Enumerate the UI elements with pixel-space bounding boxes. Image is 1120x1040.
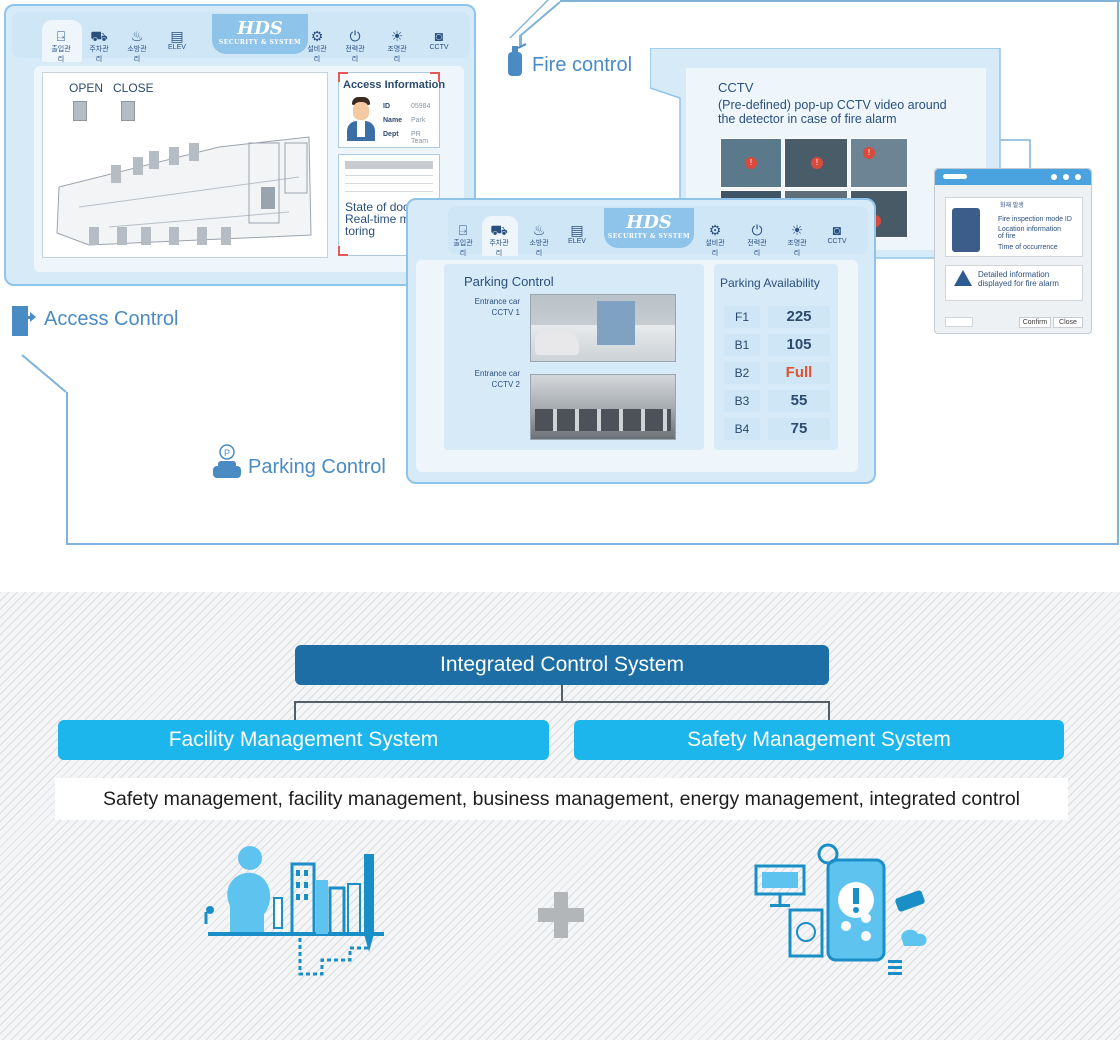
entrance-cctv-1-label: Entrance car CCTV 1 xyxy=(474,297,520,317)
close-label: CLOSE xyxy=(113,81,154,95)
access-info-title: Access Information xyxy=(343,79,446,91)
facility-building-icon xyxy=(200,844,400,980)
nav-access-icon[interactable]: ⍈출입관리 xyxy=(453,222,473,257)
door-exit-icon xyxy=(10,302,36,336)
confirm-button[interactable]: Confirm xyxy=(1019,317,1051,328)
availability-row: F1 225 xyxy=(724,306,834,328)
availability-floor: B2 xyxy=(724,362,760,384)
availability-floor: B4 xyxy=(724,418,760,440)
availability-title: Parking Availability xyxy=(720,276,820,290)
close-door-icon xyxy=(121,101,135,121)
warning-icon xyxy=(954,270,972,286)
nav-active-tab xyxy=(42,20,82,62)
availability-value: Full xyxy=(768,362,830,384)
availability-row: B1 105 xyxy=(724,334,834,356)
popup-extinguisher-icon xyxy=(952,208,980,252)
nav-fire-icon[interactable]: ♨소방관리 xyxy=(127,28,147,63)
open-label: OPEN xyxy=(69,81,104,95)
management-description: Safety management, facility management, … xyxy=(55,778,1068,820)
availability-row: B4 75 xyxy=(724,418,834,440)
fire-extinguisher-icon xyxy=(504,42,528,83)
popup-input[interactable] xyxy=(945,317,973,327)
plus-icon xyxy=(538,892,584,938)
cctv-feed-2[interactable]: ! xyxy=(784,138,848,188)
popup-titlebar xyxy=(935,169,1091,185)
close-button[interactable]: Close xyxy=(1053,317,1083,328)
cctv-title: CCTV xyxy=(718,80,754,95)
nav-light-icon[interactable]: ☀조명관리 xyxy=(387,28,407,63)
nav-cctv-icon[interactable]: ◙CCTV xyxy=(429,28,449,51)
availability-value: 225 xyxy=(768,306,830,328)
availability-value: 75 xyxy=(768,418,830,440)
door-state-dropdown[interactable] xyxy=(345,161,433,169)
nav-facility-icon[interactable]: ⚙설비관리 xyxy=(705,222,725,257)
parking-car-icon: P xyxy=(210,444,244,489)
open-door-icon xyxy=(73,101,87,121)
availability-floor: B3 xyxy=(724,390,760,412)
integrated-control-box: Integrated Control System xyxy=(295,645,829,685)
availability-row: B3 55 xyxy=(724,390,834,412)
entrance-cctv-1-feed[interactable] xyxy=(530,294,676,362)
nav-power-icon[interactable]: ⏻전력관리 xyxy=(747,222,767,257)
nav-fire-icon[interactable]: ♨소방관리 xyxy=(529,222,549,257)
availability-floor: F1 xyxy=(724,306,760,328)
nav-parking-icon[interactable]: ⛟주차관리 xyxy=(489,222,509,257)
cctv-description: (Pre-defined) pop-up CCTV video around t… xyxy=(718,98,947,126)
nav-access-icon[interactable]: ⍈출입관리 xyxy=(51,28,71,63)
availability-value: 55 xyxy=(768,390,830,412)
access-info-card: Access Information ID 05984 Name Park De… xyxy=(338,72,445,148)
entrance-cctv-2-label: Entrance car CCTV 2 xyxy=(474,369,520,389)
nav-facility-icon[interactable]: ⚙설비관리 xyxy=(307,28,327,63)
floor-plan: OPEN CLOSE xyxy=(42,72,328,258)
parking-title: Parking Control xyxy=(464,274,554,289)
nav-light-icon[interactable]: ☀조명관리 xyxy=(787,222,807,257)
nav-elev-icon[interactable]: ▤ELEV xyxy=(568,222,586,245)
nav-power-icon[interactable]: ⏻전력관리 xyxy=(345,28,365,63)
nav-parking-icon[interactable]: ⛟주차관리 xyxy=(89,28,109,63)
cctv-feed-3[interactable]: ! xyxy=(850,138,908,188)
facility-management-box: Facility Management System xyxy=(58,720,549,760)
safety-device-icon xyxy=(752,840,942,980)
person-avatar-icon xyxy=(345,97,377,143)
parking-cctv-area: Parking Control Entrance car CCTV 1 Entr… xyxy=(444,264,704,450)
svg-text:P: P xyxy=(224,448,230,458)
safety-management-box: Safety Management System xyxy=(574,720,1064,760)
availability-floor: B1 xyxy=(724,334,760,356)
floor-plan-drawing xyxy=(56,136,312,246)
availability-row: B2 Full xyxy=(724,362,834,384)
availability-value: 105 xyxy=(768,334,830,356)
nav-cctv-icon[interactable]: ◙CCTV xyxy=(827,222,847,245)
entrance-cctv-2-feed[interactable] xyxy=(530,374,676,440)
nav-elev-icon[interactable]: ▤ELEV xyxy=(168,28,186,51)
cctv-feed-1[interactable]: ! xyxy=(720,138,782,188)
fire-alarm-popup: 화재 발생 Fire inspection mode ID Location i… xyxy=(934,168,1092,334)
